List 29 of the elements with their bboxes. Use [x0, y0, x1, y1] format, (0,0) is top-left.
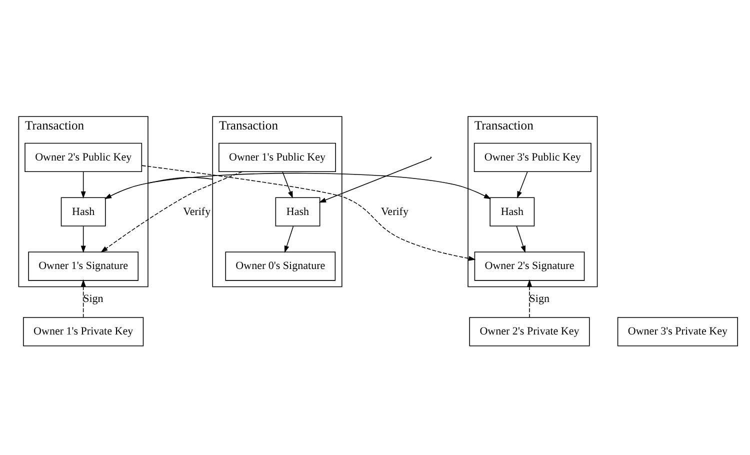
- arrow: [516, 225, 526, 252]
- edge-label: Verify: [183, 205, 211, 218]
- node-box: Hash: [490, 196, 535, 226]
- node-box: Owner 2's Signature: [474, 251, 585, 280]
- node-box: Owner 2's Private Key: [469, 316, 590, 346]
- arrow: [80, 278, 86, 318]
- node-box: Owner 1's Public Key: [218, 142, 336, 172]
- edge-label: Sign: [529, 292, 550, 304]
- node-box: Owner 2's Public Key: [24, 142, 142, 172]
- node-box: Owner 3's Public Key: [474, 142, 592, 172]
- arrow: [104, 176, 214, 199]
- arrow: [80, 170, 86, 198]
- node-box: Hash: [275, 196, 320, 226]
- node-box: Owner 0's Signature: [225, 251, 336, 280]
- arrow: [318, 157, 432, 202]
- node-box: Owner 1's Private Key: [23, 316, 144, 346]
- arrow: [517, 170, 528, 198]
- arrow: [100, 170, 243, 252]
- node-box: Hash: [60, 196, 106, 226]
- node-box: Owner 1's Signature: [28, 251, 139, 280]
- arrow: [142, 164, 476, 260]
- arrow: [80, 225, 86, 252]
- edge-label: Verify: [380, 205, 408, 218]
- arrow: [282, 170, 293, 198]
- arrow: [148, 172, 492, 199]
- arrow: [284, 225, 294, 252]
- node-box: Owner 3's Private Key: [617, 316, 738, 346]
- arrow: [527, 278, 532, 318]
- edge-label: Sign: [83, 292, 104, 304]
